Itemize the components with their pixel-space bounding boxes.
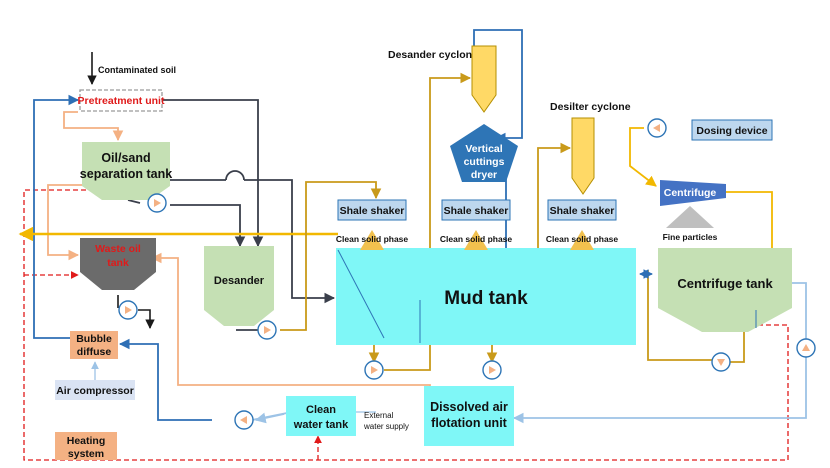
shale-shaker-3-label: Shale shaker [550, 205, 615, 217]
pump-icon [711, 352, 731, 372]
clean-solid-phase-2-label: Clean solid phase [440, 234, 513, 244]
oil-sand-tank-label-2: separation tank [80, 167, 172, 181]
desander-label: Desander [214, 275, 265, 287]
centrifuge: Centrifuge [660, 180, 726, 206]
oil-sand-tank-label-1: Oil/sand [101, 151, 150, 165]
dryer-label-3: dryer [471, 169, 497, 181]
mud-tank: Mud tank [336, 248, 636, 345]
shale-shaker-3: Shale shaker Clean solid phase [546, 199, 619, 250]
clean-water-tank: Clean water tank [286, 396, 356, 436]
pretreatment-unit-label: Pretreatment unit [78, 95, 165, 107]
pumps [118, 118, 816, 430]
oil-sand-separation-tank: Oil/sand separation tank [80, 142, 172, 200]
external-water-supply-label-2: water supply [363, 422, 409, 431]
pump-icon [647, 118, 667, 138]
waste-oil-tank: Waste oil tank [80, 238, 156, 290]
air-compressor: Air compressor [55, 380, 135, 400]
dosing-device: Dosing device [691, 119, 773, 141]
centrifuge-tank-label: Centrifuge tank [677, 276, 773, 291]
pump-icon [118, 300, 138, 320]
clean-solid-phase-3-label: Clean solid phase [546, 234, 619, 244]
bubble-diffuse-label-1: Bubble [76, 333, 112, 345]
desander-cyclone-label: Desander cyclone [388, 49, 478, 61]
shale-shaker-2: Shale shaker Clean solid phase [440, 199, 513, 250]
pump-icon [364, 360, 384, 380]
daf-label-2: flotation unit [431, 416, 508, 430]
fine-particles: Fine particles [663, 206, 718, 242]
pump-icon [257, 320, 277, 340]
pump-icon [234, 410, 254, 430]
desander-cyclone [471, 45, 497, 113]
contaminated-soil-label: Contaminated soil [98, 65, 176, 75]
waste-oil-tank-label-1: Waste oil [95, 243, 141, 255]
desilter-cyclone [571, 117, 595, 195]
pretreatment-unit: Pretreatment unit [78, 89, 165, 112]
pump-icon [482, 360, 502, 380]
mud-tank-label: Mud tank [444, 288, 528, 309]
vertical-cuttings-dryer: Vertical cuttings dryer [450, 124, 518, 182]
clean-water-tank-label-1: Clean [306, 404, 336, 416]
dissolved-air-flotation-unit: Dissolved air flotation unit [424, 386, 514, 446]
shale-shaker-2-label: Shale shaker [444, 205, 509, 217]
desander-tank: Desander [204, 246, 274, 326]
pump-icon [147, 193, 167, 213]
centrifuge-label: Centrifuge [664, 187, 717, 199]
air-compressor-label: Air compressor [56, 385, 134, 397]
desilter-cyclone-label: Desilter cyclone [550, 101, 631, 113]
bubble-diffuse-label-2: diffuse [77, 346, 112, 358]
clean-solid-phase-1-label: Clean solid phase [336, 234, 409, 244]
bubble-diffuse: Bubble diffuse [70, 331, 118, 359]
pump-icon [796, 338, 816, 358]
dryer-label-2: cuttings [464, 156, 505, 168]
centrifuge-tank: Centrifuge tank [658, 248, 792, 332]
dryer-label-1: Vertical [465, 143, 502, 155]
clean-water-tank-label-2: water tank [293, 419, 349, 431]
shale-shaker-1: Shale shaker Clean solid phase [336, 199, 409, 250]
heating-system: Heating system [55, 432, 117, 460]
waste-oil-tank-label-2: tank [107, 257, 129, 269]
daf-label-1: Dissolved air [430, 400, 508, 414]
shale-shaker-1-label: Shale shaker [340, 205, 405, 217]
external-water-supply-label-1: External [364, 411, 394, 420]
fine-particles-label: Fine particles [663, 232, 718, 242]
heating-system-label-1: Heating [67, 435, 106, 447]
dosing-device-label: Dosing device [696, 125, 767, 137]
heating-system-label-2: system [68, 448, 104, 460]
